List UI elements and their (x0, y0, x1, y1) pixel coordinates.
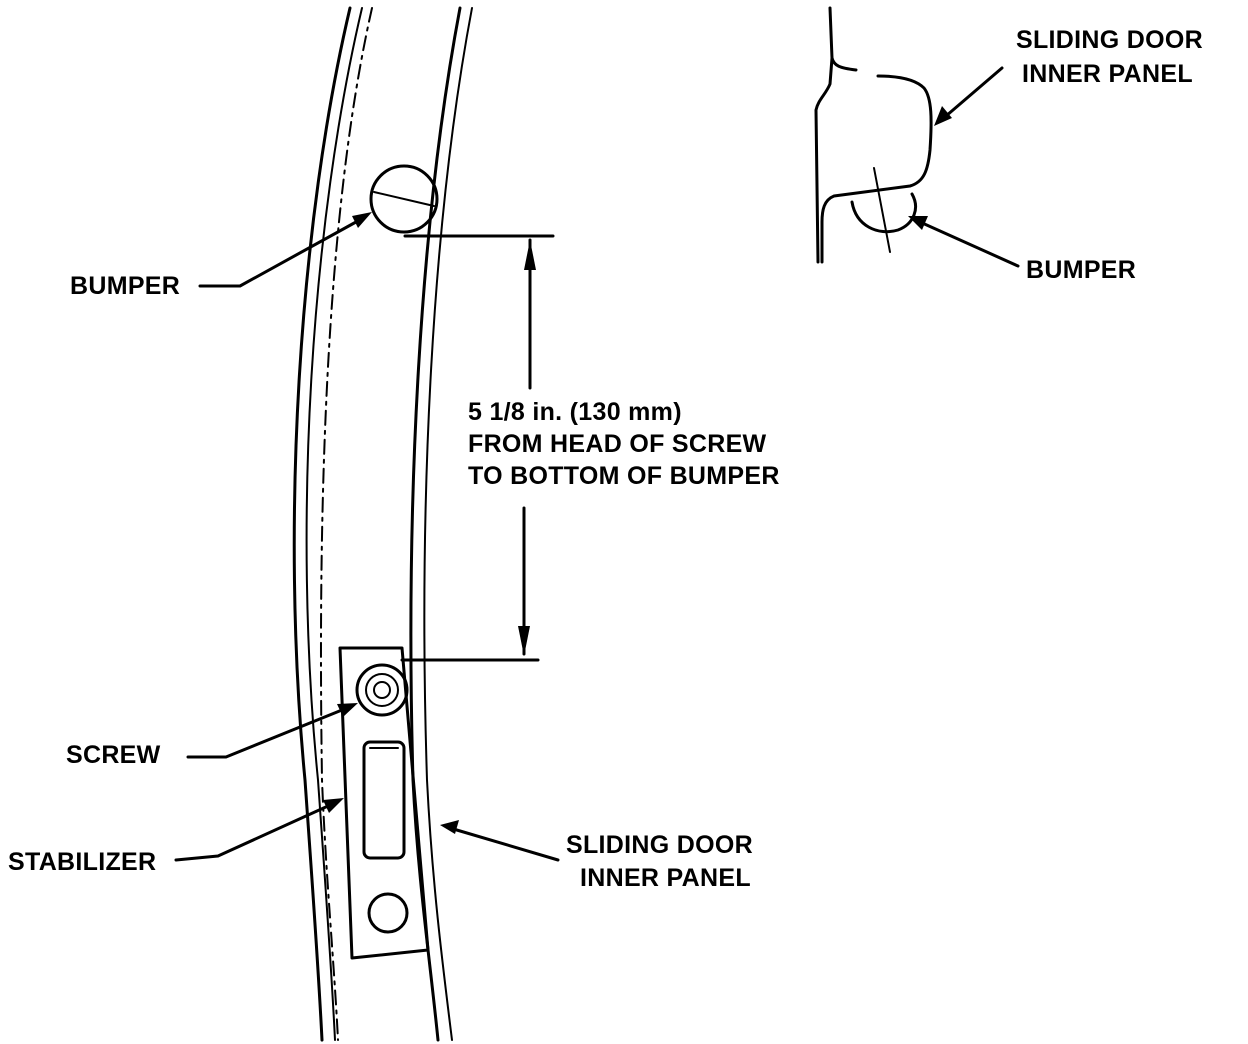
inset-bumper-label: BUMPER (1026, 256, 1136, 284)
door-frame (292, 6, 473, 1042)
dimension-arrow-down (518, 626, 530, 656)
inset-panel-leader-arrow (934, 106, 952, 126)
stabilizer-lower-hole (367, 892, 409, 934)
panel-label-line1: SLIDING DOOR (566, 831, 753, 859)
dimension-arrow-up (524, 240, 536, 270)
inset-bumper-leader (918, 220, 1020, 268)
screw-head (355, 663, 409, 717)
bumper-leader-arrow (352, 212, 372, 228)
screw-leader-arrow (337, 703, 358, 717)
inset-panel-label-line1: SLIDING DOOR (1016, 26, 1203, 54)
stabilizer-plate (338, 646, 430, 960)
stabilizer-slot (362, 740, 406, 860)
panel-label-line2: INNER PANEL (580, 864, 751, 892)
inset-bumper (850, 192, 917, 234)
dimension-text-line2: FROM HEAD OF SCREW (468, 430, 767, 458)
dimension-indicator (400, 234, 555, 662)
stabilizer-leader (174, 804, 330, 862)
inset-panel-leader (944, 66, 1004, 118)
screw-leader (186, 708, 344, 759)
panel-leader (448, 826, 560, 862)
panel-leader-arrow (440, 820, 459, 834)
bumper-main (369, 164, 439, 234)
inset-panel-label-line2: INNER PANEL (1022, 60, 1193, 88)
bumper-label: BUMPER (70, 272, 180, 300)
bumper-leader (198, 220, 358, 288)
dimension-text-line1: 5 1/8 in. (130 mm) (468, 398, 682, 426)
inset-detail (814, 6, 933, 264)
inset-bumper-leader-arrow (908, 216, 928, 230)
stabilizer-label: STABILIZER (8, 848, 156, 876)
dimension-text-line3: TO BOTTOM OF BUMPER (468, 462, 780, 490)
stabilizer-leader-arrow (323, 798, 344, 813)
screw-label: SCREW (66, 741, 161, 769)
